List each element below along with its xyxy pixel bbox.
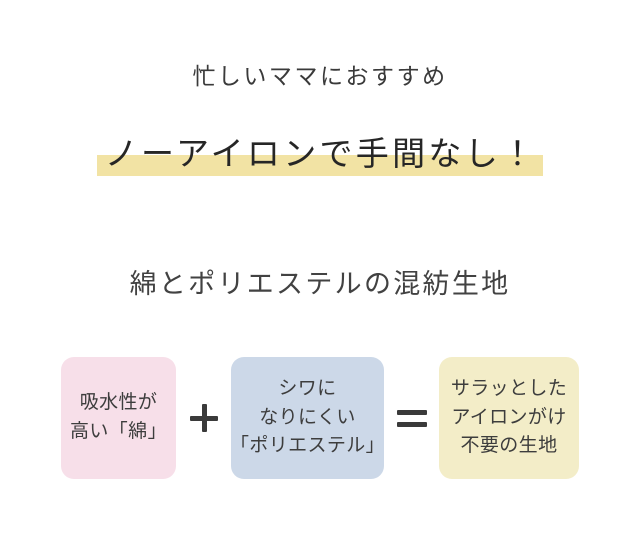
subheading-text: 綿とポリエステルの混紡生地	[129, 269, 511, 299]
card-cotton-line-1: 吸水性が	[79, 392, 158, 414]
eyebrow-text: 忙しいママにおすすめ	[192, 63, 448, 89]
plus-icon	[189, 404, 218, 432]
equals-icon	[396, 409, 427, 427]
card-result-line-1: サラッとした	[450, 377, 568, 399]
card-result-line-3: 不要の生地	[460, 435, 558, 457]
card-cotton-line-2: 高い「綿」	[70, 421, 167, 442]
card-polyester-line-2: なりにくい	[259, 406, 356, 428]
fabric-formula: 吸水性が 高い「綿」 ＋ シワに なりにくい 「ポリエステル」 ＝ サラッとした…	[0, 357, 640, 479]
operator-equals: ＝	[384, 357, 439, 479]
card-result-line-2: アイロンがけ	[451, 406, 567, 428]
headline-container: ノーアイロンで手間なし！	[0, 131, 640, 177]
card-polyester-line-3: 「ポリエステル」	[229, 435, 386, 457]
card-result: サラッとした アイロンがけ 不要の生地	[439, 357, 579, 479]
card-polyester: シワに なりにくい 「ポリエステル」	[229, 357, 386, 479]
card-cotton: 吸水性が 高い「綿」	[61, 357, 176, 479]
headline-text: ノーアイロンで手間なし！	[104, 135, 538, 172]
operator-plus: ＋	[176, 357, 231, 479]
headline-highlight-band	[96, 155, 544, 176]
headline: ノーアイロンで手間なし！	[96, 131, 544, 177]
card-polyester-line-1: シワに	[278, 377, 337, 399]
